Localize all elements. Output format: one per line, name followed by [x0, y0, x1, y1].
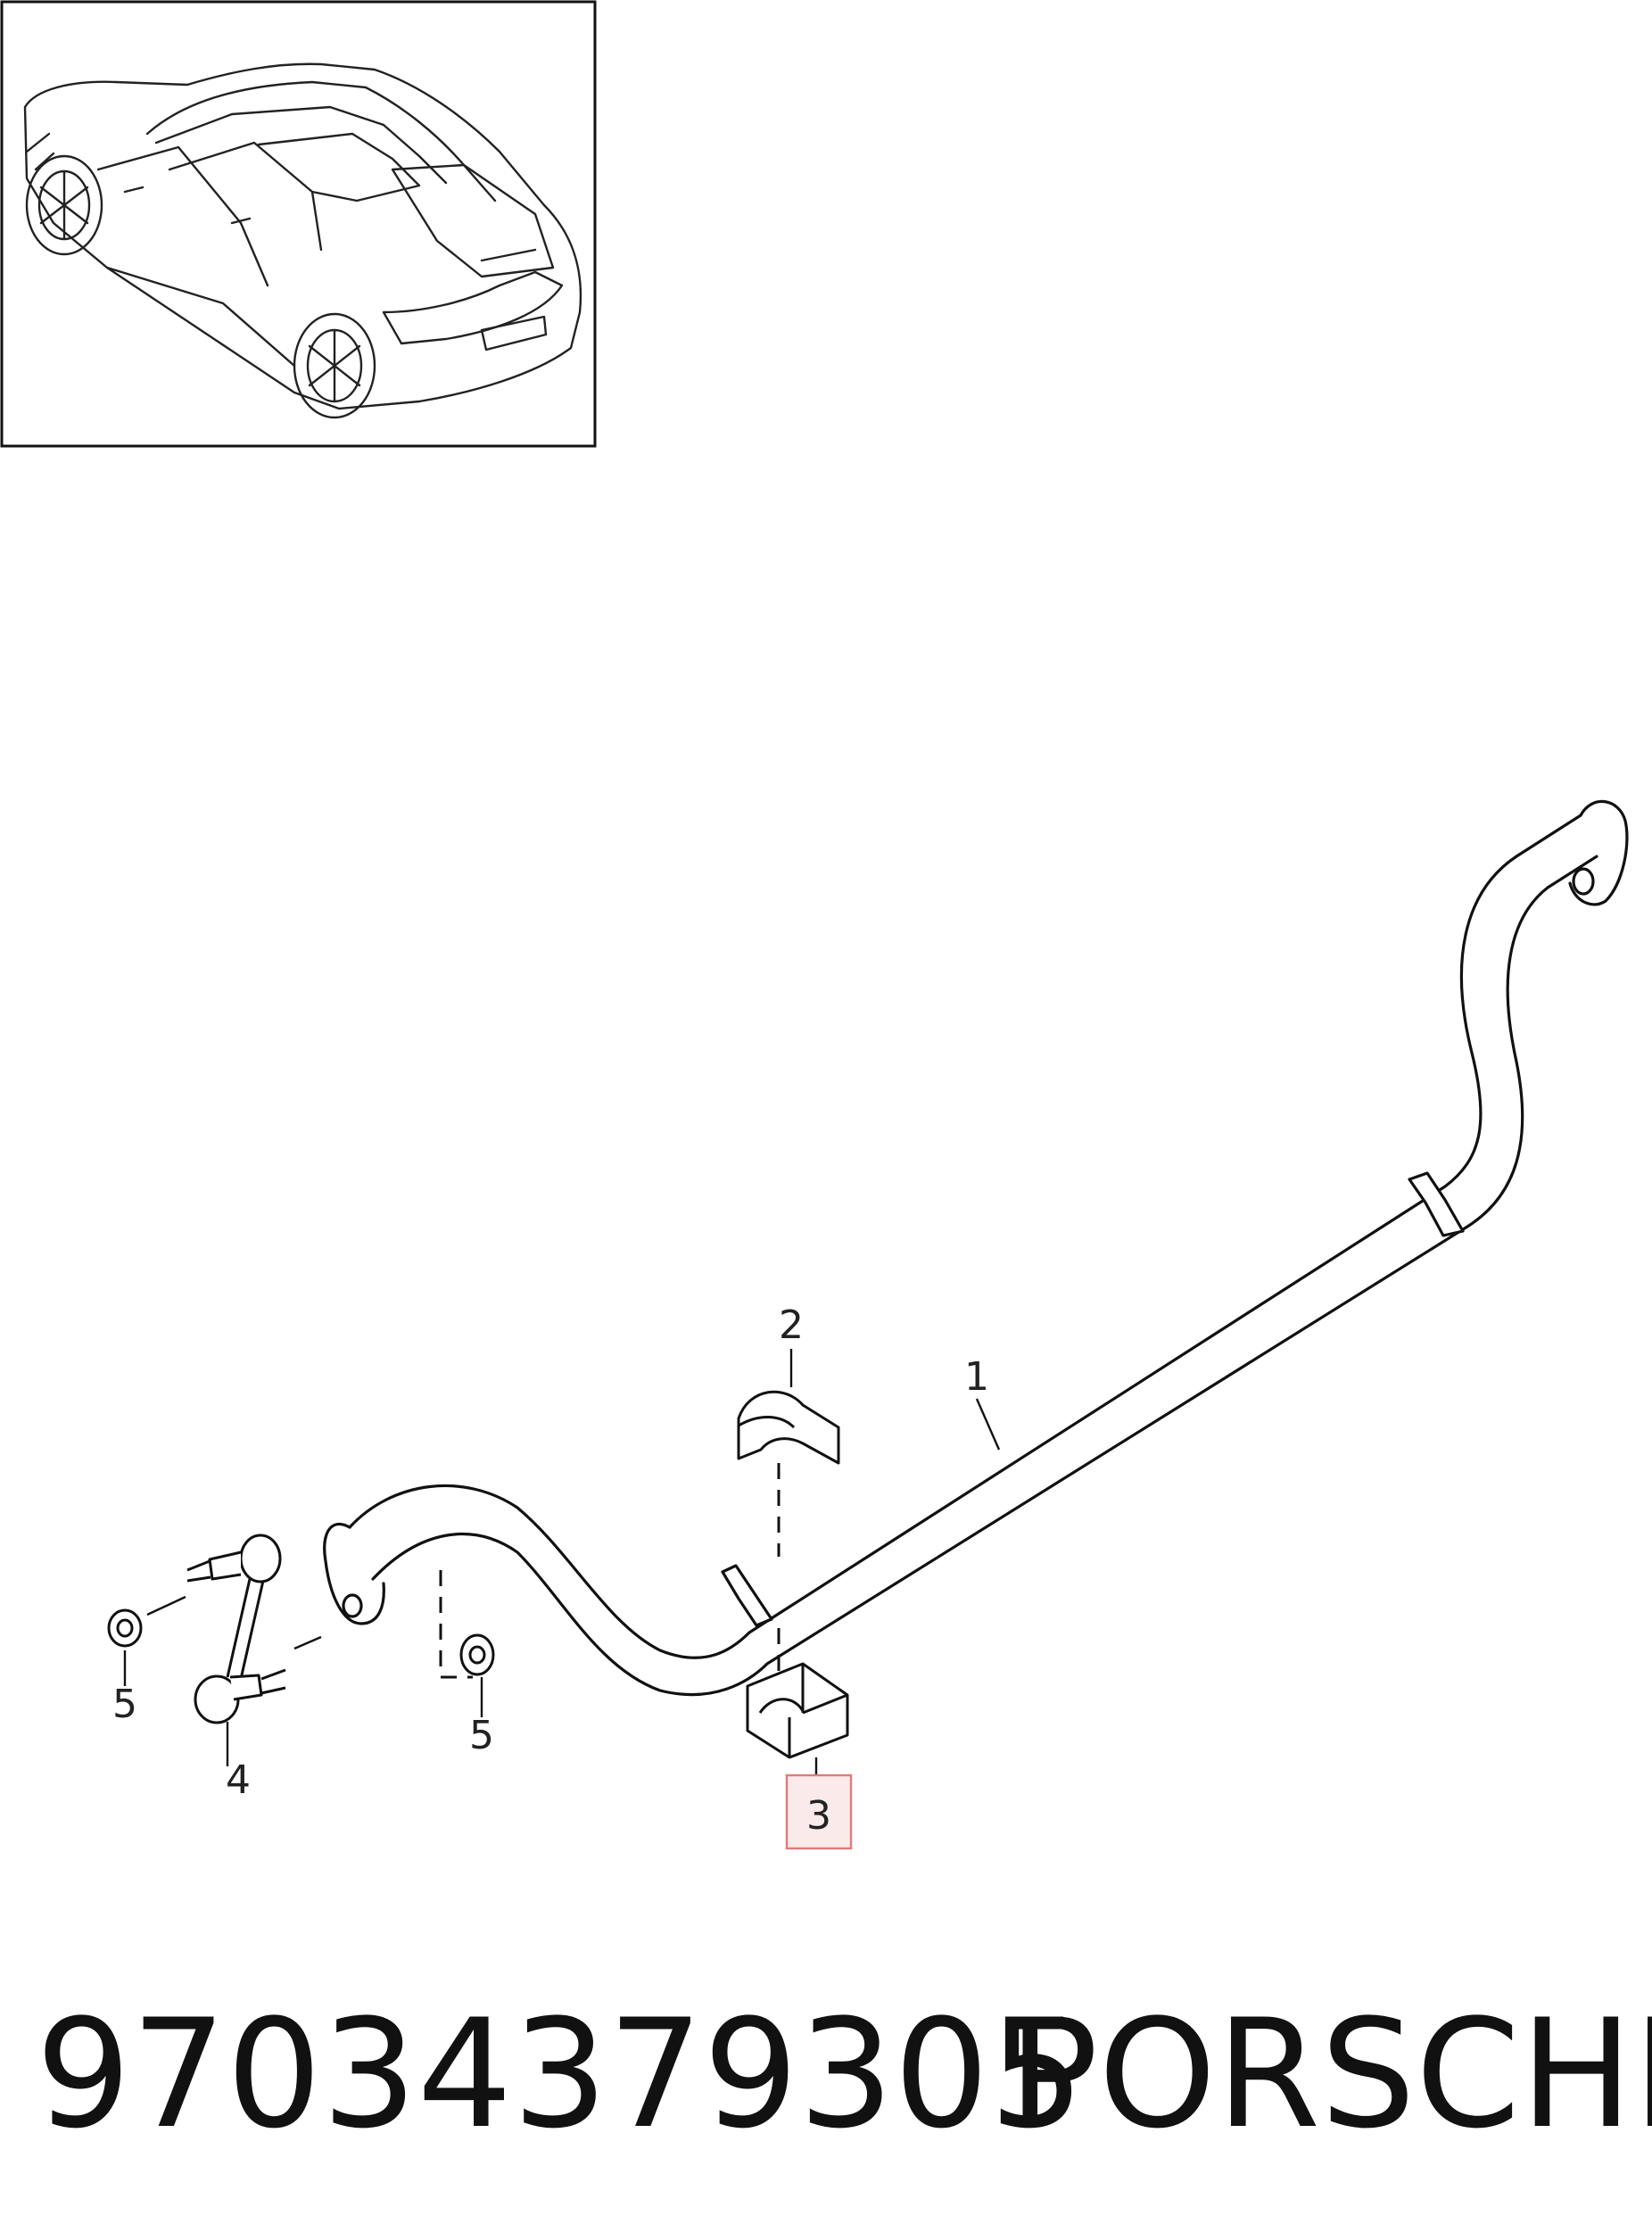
callout-5-left: 5: [112, 1682, 137, 1727]
car-sketch: [23, 62, 582, 419]
leader-lines: [123, 1349, 1001, 1784]
bushing-upper: [737, 1390, 840, 1465]
callout-4: 4: [226, 1757, 251, 1803]
callout-5-middle: 5: [469, 1713, 494, 1758]
coupling-link: [107, 1534, 495, 1724]
callout-1: 1: [964, 1354, 989, 1400]
thumbnail-frame: [0, 0, 597, 448]
callout-3-highlight: [785, 1773, 853, 1850]
footer: 97034379305 PORSCHE: [36, 1985, 1652, 2163]
brand-name: PORSCHE: [1008, 1987, 1652, 2162]
callout-2: 2: [779, 1302, 804, 1348]
assembly-dashes: [439, 1463, 781, 1708]
stabilizer-bar: [323, 799, 1629, 1697]
vehicle-thumbnail: [0, 0, 597, 448]
part-number: 97034379305: [36, 1987, 1085, 2162]
bushing-lower: [746, 1662, 849, 1759]
callout-3: 3: [806, 1793, 831, 1839]
